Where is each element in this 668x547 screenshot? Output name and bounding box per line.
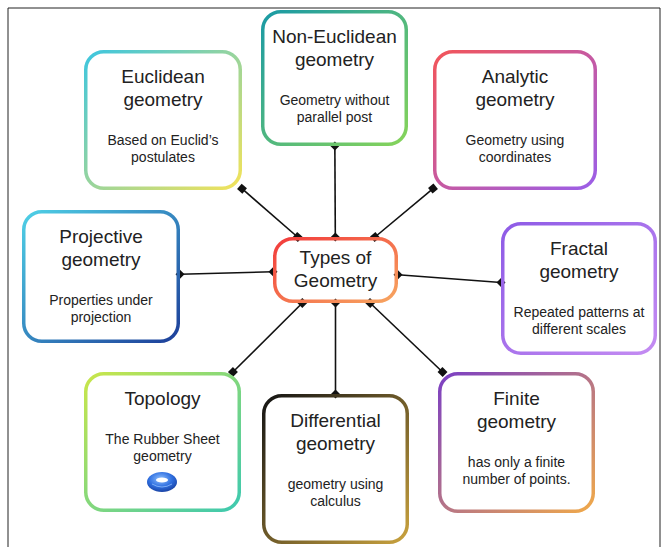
box-heading: Analytic geometry	[451, 66, 579, 112]
box-border	[503, 224, 656, 354]
box-heading: Euclidean geometry	[99, 66, 227, 112]
connector-group	[180, 146, 501, 394]
connector-line	[334, 146, 336, 237]
geometry-box: Euclidean geometryBased on Euclid’s post…	[84, 50, 242, 190]
central-box: Types of Geometry	[273, 237, 398, 303]
box-border	[86, 374, 240, 511]
box-border	[264, 396, 408, 543]
torus-highlight	[152, 484, 172, 487]
geometry-box: Fractal geometryRepeated patterns at dif…	[501, 222, 657, 355]
torus-body	[147, 472, 177, 492]
connector-line	[180, 272, 273, 275]
box-description: Geometry without parallel post	[271, 92, 398, 126]
box-description: Repeated patterns at different scales	[511, 304, 647, 338]
box-heading: Types of Geometry	[281, 247, 390, 293]
box-border	[86, 52, 241, 189]
box-description: Properties under projection	[32, 292, 170, 326]
box-description: The Rubber Sheet geometry	[94, 431, 231, 465]
box-heading: Differential geometry	[272, 410, 399, 456]
box-description: Geometry using coordinates	[443, 132, 587, 166]
geometry-box: Differential geometry geometry using calc…	[262, 394, 409, 544]
geometry-box: Projective geometryProperties under proj…	[22, 210, 180, 343]
connector-line	[242, 189, 298, 237]
box-border	[24, 212, 179, 342]
box-border	[275, 239, 397, 302]
connector-line	[398, 275, 501, 283]
geometry-box: Non-Euclidean geometryGeometry without p…	[261, 10, 408, 146]
box-border	[440, 374, 594, 512]
connector-line	[375, 189, 433, 237]
geometry-box: Analytic geometryGeometry using coordina…	[433, 50, 597, 190]
box-description: has only a finite number of points.	[448, 454, 585, 488]
box-border	[263, 12, 407, 145]
box-heading: Fractal geometry	[515, 238, 643, 284]
box-heading: Topology	[124, 388, 200, 411]
connector-line	[370, 303, 442, 372]
torus-hole	[156, 477, 168, 482]
box-border	[435, 52, 596, 189]
torus-icon	[146, 469, 178, 495]
box-description: Based on Euclid’s postulates	[94, 132, 232, 166]
geometry-box: TopologyThe Rubber Sheet geometry	[84, 372, 241, 512]
connector-line	[335, 303, 337, 394]
box-heading: Non-Euclidean geometry	[271, 26, 398, 72]
geometry-box: Finite geometry has only a finite number …	[438, 372, 595, 513]
box-description: geometry using calculus	[272, 476, 399, 510]
box-heading: Projective geometry	[37, 226, 165, 272]
page-frame	[8, 8, 660, 547]
box-heading: Finite geometry	[453, 388, 581, 434]
connector-line	[233, 303, 302, 372]
